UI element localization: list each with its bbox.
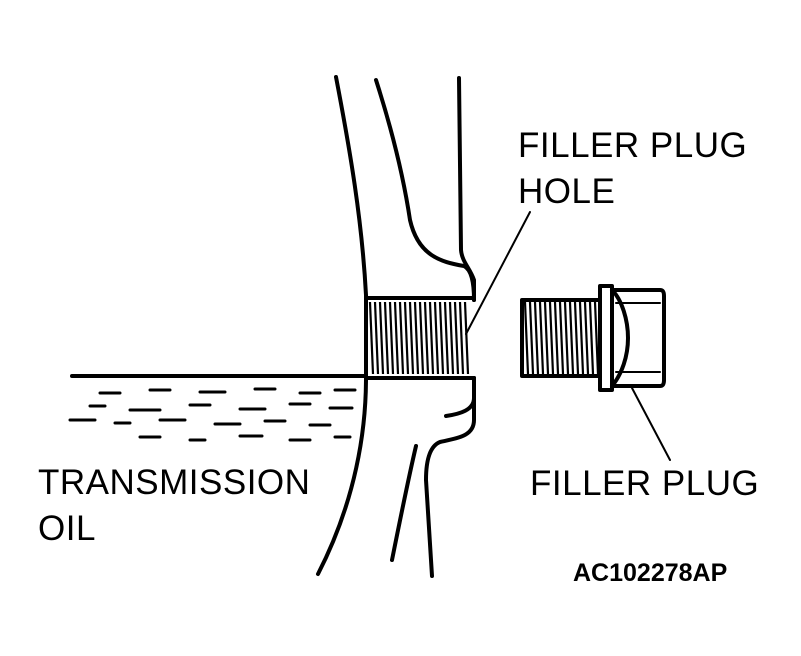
transmission-oil-surface [68, 374, 368, 442]
thread-line [403, 301, 410, 375]
thread-line [448, 301, 455, 375]
thread-line [368, 301, 375, 375]
thread-line [578, 301, 585, 375]
thread-line [593, 301, 600, 375]
leader-line-filler-plug-hole [465, 211, 531, 335]
thread-line [453, 301, 460, 375]
label-filler-plug-hole-line2: HOLE [518, 172, 615, 211]
label-filler-plug: FILLER PLUG [530, 464, 759, 503]
thread-line [438, 301, 445, 375]
thread-line [558, 301, 565, 375]
thread-line [463, 301, 470, 375]
thread-line [413, 301, 420, 375]
thread-line [523, 301, 530, 375]
thread-line [408, 301, 415, 375]
thread-line [533, 301, 540, 375]
thread-line [418, 301, 425, 375]
thread-line [383, 301, 390, 375]
thread-line [428, 301, 435, 375]
filler-plug-drawing [520, 284, 666, 392]
thread-line [433, 301, 440, 375]
thread-line [543, 301, 550, 375]
thread-line [388, 301, 395, 375]
thread-line [538, 301, 545, 375]
transmission-case-wall [316, 75, 476, 578]
thread-line [373, 301, 380, 375]
thread-line [378, 301, 385, 375]
filler-plug-hole-threads [368, 300, 472, 376]
thread-line [398, 301, 405, 375]
thread-line [548, 301, 555, 375]
label-transmission-oil-line1: TRANSMISSION [38, 463, 310, 502]
thread-line [583, 301, 590, 375]
thread-line [553, 301, 560, 375]
thread-line [588, 301, 595, 375]
thread-line [458, 301, 465, 375]
thread-line [528, 301, 535, 375]
thread-line [443, 301, 450, 375]
label-transmission-oil-line2: OIL [38, 509, 96, 548]
thread-line [423, 301, 430, 375]
thread-line [568, 301, 575, 375]
thread-line [573, 301, 580, 375]
thread-line [393, 301, 400, 375]
label-filler-plug-hole-line1: FILLER PLUG [518, 126, 747, 165]
thread-line [563, 301, 570, 375]
figure-code: AC102278AP [573, 559, 727, 587]
leader-line-filler-plug [631, 387, 671, 461]
